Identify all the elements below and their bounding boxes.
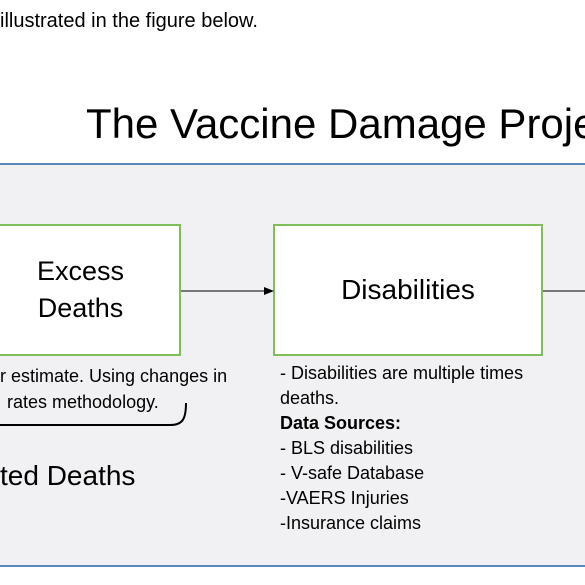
data-sources-heading: Data Sources: bbox=[280, 413, 402, 433]
data-source-item: - BLS disabilities bbox=[280, 438, 414, 458]
data-source-item: - V-safe Database bbox=[280, 463, 425, 483]
disabilities-label: Disabilities bbox=[341, 274, 475, 305]
deaths-sub-heading: ted Deaths bbox=[0, 460, 136, 491]
excess-deaths-label-line1: Excess bbox=[36, 256, 125, 286]
data-source-item: -VAERS Injuries bbox=[280, 488, 409, 508]
diagram-title: The Vaccine Damage Proje bbox=[86, 100, 585, 147]
excess-deaths-box: Excess Deaths bbox=[0, 224, 181, 356]
left-note-line2: rates methodology. bbox=[7, 392, 159, 412]
intro-text: illustrated in the figure below. bbox=[0, 10, 258, 32]
disabilities-note-line2: deaths. bbox=[280, 388, 340, 408]
data-source-item: -Insurance claims bbox=[280, 513, 422, 533]
disabilities-note: - Disabilities are multiple times deaths… bbox=[280, 361, 523, 536]
disabilities-box: Disabilities bbox=[273, 224, 543, 356]
excess-deaths-label-line2: Deaths bbox=[37, 293, 124, 323]
disabilities-note-line1: - Disabilities are multiple times bbox=[280, 363, 524, 383]
left-note-line1: r estimate. Using changes in bbox=[0, 366, 228, 386]
